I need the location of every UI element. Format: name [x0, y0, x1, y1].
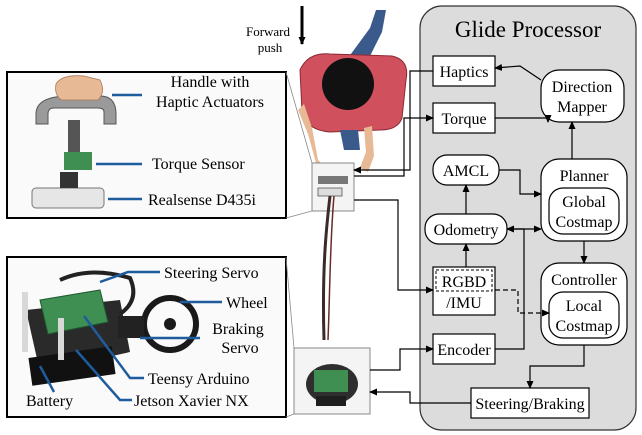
global-costmap-line2: Costmap — [556, 214, 613, 231]
servo-photo — [118, 316, 144, 338]
label-handle-line1: Handle with — [171, 74, 250, 91]
person-leg — [348, 10, 386, 64]
planner-text: Planner — [560, 168, 610, 185]
direction-mapper-line2: Mapper — [557, 99, 607, 116]
robot-handle — [318, 176, 348, 184]
robot-illustration — [293, 162, 371, 415]
block-global-costmap — [548, 187, 620, 235]
base-standoff-1 — [22, 292, 28, 352]
person-head — [322, 58, 374, 110]
local-costmap-line2: Costmap — [556, 318, 613, 335]
arrow-mapper-to-haptics — [494, 63, 542, 81]
robot-board-battery — [316, 396, 346, 406]
block-torque: Torque — [432, 102, 496, 134]
person-right-arm — [360, 126, 374, 172]
robot-pole-cable — [327, 195, 335, 341]
robot-board — [314, 370, 348, 392]
arrow-base-to-encoder — [370, 345, 434, 371]
controller-text: Controller — [551, 272, 617, 289]
rgbd-line2: /IMU — [446, 295, 482, 312]
realsense-photo — [31, 187, 105, 209]
label-braking-line2: Servo — [221, 340, 258, 357]
haptics-text: Haptics — [440, 64, 489, 81]
push-label-line1: Forward — [246, 24, 291, 39]
person-other-leg — [340, 130, 360, 150]
handle-shaft — [68, 120, 80, 156]
robot-sensor-box — [317, 187, 343, 197]
label-teensy: Teensy Arduino — [148, 371, 250, 388]
person-left-arm — [298, 104, 326, 170]
label-torque-sensor: Torque Sensor — [152, 156, 245, 173]
block-planner: Planner Global Costmap — [540, 158, 628, 242]
operator-hand — [55, 75, 103, 101]
block-direction-mapper: Direction Mapper — [540, 69, 625, 123]
leader-battery — [38, 365, 56, 393]
base-standoff-2 — [58, 318, 64, 360]
arrow-rgbd-to-controller — [495, 289, 550, 317]
rgbd-line1: RGBD — [442, 274, 486, 291]
processor-title: Glide Processor — [455, 17, 602, 42]
label-steering-servo: Steering Servo — [164, 265, 259, 282]
base-board — [39, 289, 109, 335]
zoom-line-base-top — [285, 256, 295, 349]
block-amcl: AMCL — [432, 154, 500, 186]
block-rgbd-imu: RGBD /IMU — [432, 266, 496, 316]
block-steering-braking: Steering/Braking — [470, 387, 590, 419]
base-photo — [22, 270, 199, 386]
block-haptics: Haptics — [432, 55, 496, 87]
base-cables — [59, 270, 136, 316]
zoom-line-handle-top — [285, 71, 313, 164]
steering-braking-text: Steering/Braking — [475, 396, 584, 413]
torque-text: Torque — [441, 111, 486, 128]
encoder-text: Encoder — [437, 342, 491, 359]
arrow-torque-to-mapper — [495, 115, 552, 123]
arrow-sensor-to-rgbd — [354, 199, 434, 294]
label-jetson: Jetson Xavier NX — [134, 393, 249, 410]
torque-sensor-photo — [64, 152, 92, 170]
arrow-haptics-to-handle — [353, 70, 433, 174]
arrow-handle-to-torque — [354, 114, 434, 177]
handle-photo — [31, 75, 117, 209]
label-braking-line1: Braking — [212, 321, 264, 338]
odometry-text: Odometry — [434, 222, 499, 239]
label-realsense: Realsense D435i — [148, 192, 257, 209]
person-top-view — [298, 10, 408, 172]
label-handle-line2: Haptic Actuators — [156, 94, 264, 111]
label-battery: Battery — [26, 393, 73, 410]
leader-jetson — [75, 349, 132, 402]
arrow-steering-to-base — [369, 388, 471, 404]
block-odometry: Odometry — [424, 213, 508, 245]
leader-steering — [99, 270, 160, 284]
zoom-line-handle-bottom — [285, 210, 313, 219]
arrow-amcl-to-planner — [499, 169, 542, 198]
base-plate — [28, 346, 116, 386]
block-encoder: Encoder — [432, 333, 496, 365]
handle-mount — [60, 172, 78, 188]
push-label-line2: push — [258, 40, 283, 55]
block-controller: Controller Local Costmap — [540, 262, 628, 346]
global-costmap-line1: Global — [562, 194, 606, 211]
label-wheel: Wheel — [226, 295, 268, 312]
local-costmap-line1: Local — [566, 298, 603, 315]
wheel-hub — [164, 318, 176, 330]
arrow-controller-to-steering — [526, 345, 585, 389]
leader-teensy — [82, 315, 144, 380]
direction-mapper-line1: Direction — [552, 79, 612, 96]
zoom-line-base-bottom — [285, 413, 295, 418]
amcl-text: AMCL — [443, 163, 489, 180]
robot-pole — [321, 195, 332, 341]
